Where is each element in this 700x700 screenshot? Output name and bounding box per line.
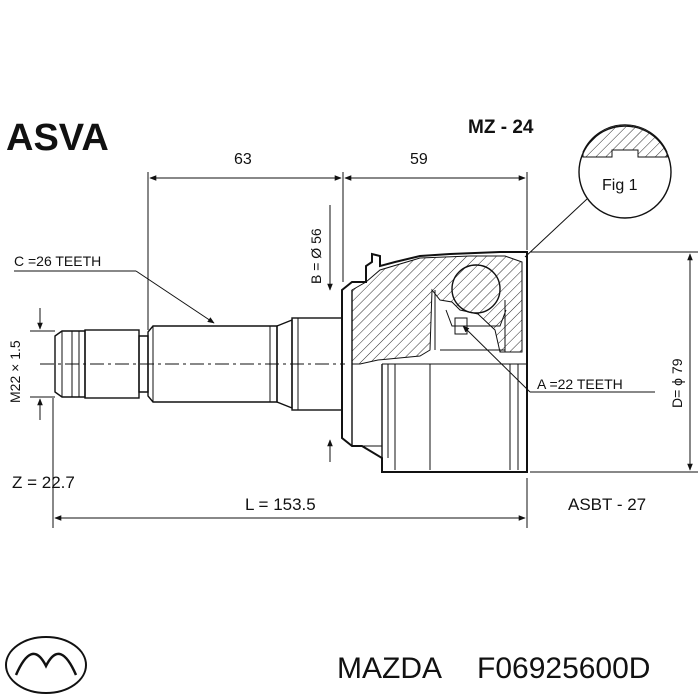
oem-brand: MAZDA [337, 652, 442, 685]
dimension-length: L = 153.5 [52, 398, 528, 528]
inner-spline-callout: A =22 TEETH [462, 325, 655, 393]
dimension-d: D= ϕ 79 [530, 251, 698, 473]
brand-title: ASVA [6, 117, 109, 159]
dimension-top: 63 59 [147, 151, 528, 330]
inner-spline-label: A =22 TEETH [537, 376, 623, 392]
fig-1-callout: Fig 1 [524, 124, 672, 258]
oem-number: F06925600D [477, 652, 650, 685]
shaft [40, 317, 345, 411]
cv-joint-housing [341, 251, 528, 473]
dimension-63: 63 [234, 151, 252, 168]
mazda-logo-icon [5, 636, 87, 694]
abs-ring-label: ASBT - 27 [568, 495, 646, 514]
outer-spline-callout: C =26 TEETH [14, 253, 215, 324]
thread-label: M22 × 1.5 [7, 340, 23, 403]
length-label: L = 153.5 [245, 495, 316, 514]
part-code: MZ - 24 [468, 117, 534, 138]
z-value: Z = 22.7 [12, 473, 75, 492]
outer-spline-label: C =26 TEETH [14, 253, 101, 269]
diameter-d-label: D= ϕ 79 [669, 358, 685, 408]
dimension-59: 59 [410, 151, 428, 168]
dimension-thread: M22 × 1.5 [7, 308, 55, 420]
diameter-b-label: B = Ø 56 [308, 228, 324, 284]
fig-label: Fig 1 [602, 177, 638, 194]
dimension-b: B = Ø 56 [308, 205, 333, 462]
